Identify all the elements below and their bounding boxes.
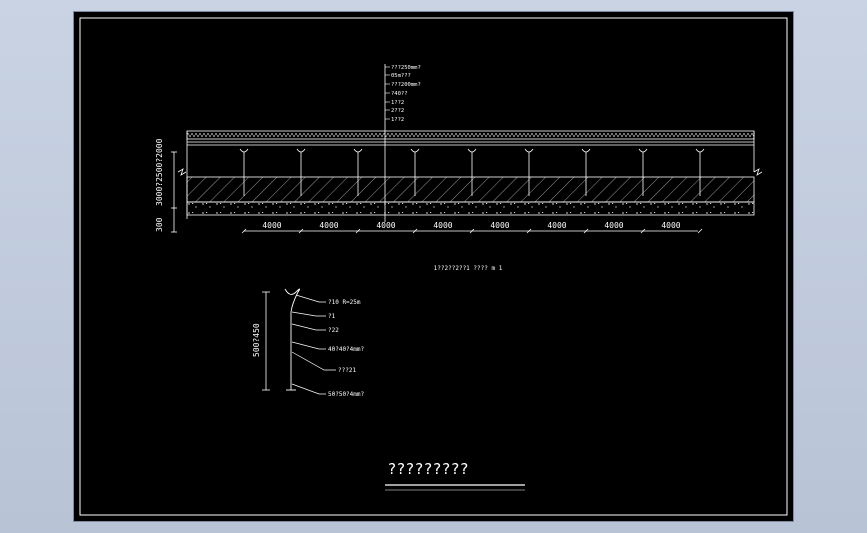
detail-label-4: 40?40?4mm? (328, 346, 365, 353)
dim-tick (355, 228, 361, 234)
hanger (581, 148, 591, 196)
hanger (467, 148, 477, 196)
gravel-layer (186, 201, 755, 216)
hanger (524, 148, 534, 196)
hanger (695, 148, 705, 196)
drawing-border (79, 17, 788, 516)
dim-tick (697, 228, 703, 234)
detail-label-1: ?10 R=25m (328, 299, 361, 306)
dim-tick (241, 228, 247, 234)
layer-label-6: 2??2 (391, 108, 404, 114)
detail-label-2: ?1 (328, 313, 336, 320)
layer-label-5: 1??2 (391, 100, 404, 106)
dim-label: 4000 (319, 221, 338, 230)
detail-label-3: ?22 (328, 327, 339, 334)
dim-tick (640, 228, 646, 234)
hanger-rod (284, 288, 301, 390)
hanger (353, 148, 363, 196)
surface-layer (186, 130, 755, 140)
vertical-dim-main: 3000?2500?2000 (155, 138, 164, 206)
dim-label: 4000 (661, 221, 680, 230)
dim-tick (583, 228, 589, 234)
layer-label-1: ???250mm? (391, 65, 421, 71)
section-elevation: ???250mm? 05m??? ???200mm? ?40?? 1??2 2?… (155, 64, 763, 272)
dim-label: 4000 (433, 221, 452, 230)
hanger-detail: ?10 R=25m ?1 ?22 40?40?4mm? ???21 50?50?… (252, 288, 365, 398)
layer-label-7: 1??2 (391, 117, 404, 123)
break-mark-right (753, 168, 763, 176)
dim-tick (469, 228, 475, 234)
break-mark-left (177, 168, 187, 176)
hanger (239, 148, 249, 196)
layer-label-4: ?40?? (391, 91, 408, 97)
section-caption: 1??2??2??1 ???? m 1 (434, 265, 503, 272)
drawing-title: ????????? (387, 460, 468, 478)
detail-label-5: ???21 (338, 367, 356, 374)
dim-label: 4000 (604, 221, 623, 230)
hanger (638, 148, 648, 196)
cad-drawing: ???250mm? 05m??? ???200mm? ?40?? 1??2 2?… (79, 17, 788, 516)
concrete-layer (186, 176, 755, 203)
dim-tick (298, 228, 304, 234)
hanger (410, 148, 420, 196)
dim-label: 4000 (262, 221, 281, 230)
dim-label: 4000 (490, 221, 509, 230)
layer-label-3: ???200mm? (391, 82, 421, 88)
hanger-group (239, 148, 705, 196)
detail-vertical-dim: 500?450 (252, 323, 261, 357)
dim-label: 4000 (376, 221, 395, 230)
dim-tick (412, 228, 418, 234)
layer-label-2: 05m??? (391, 73, 411, 79)
dim-label: 4000 (547, 221, 566, 230)
hanger (296, 148, 306, 196)
drawing-canvas: ???250mm? 05m??? ???200mm? ?40?? 1??2 2?… (74, 12, 793, 521)
detail-label-6: 50?50?4mm? (328, 391, 365, 398)
dim-tick (526, 228, 532, 234)
vertical-dim-bottom: 300 (155, 217, 164, 232)
